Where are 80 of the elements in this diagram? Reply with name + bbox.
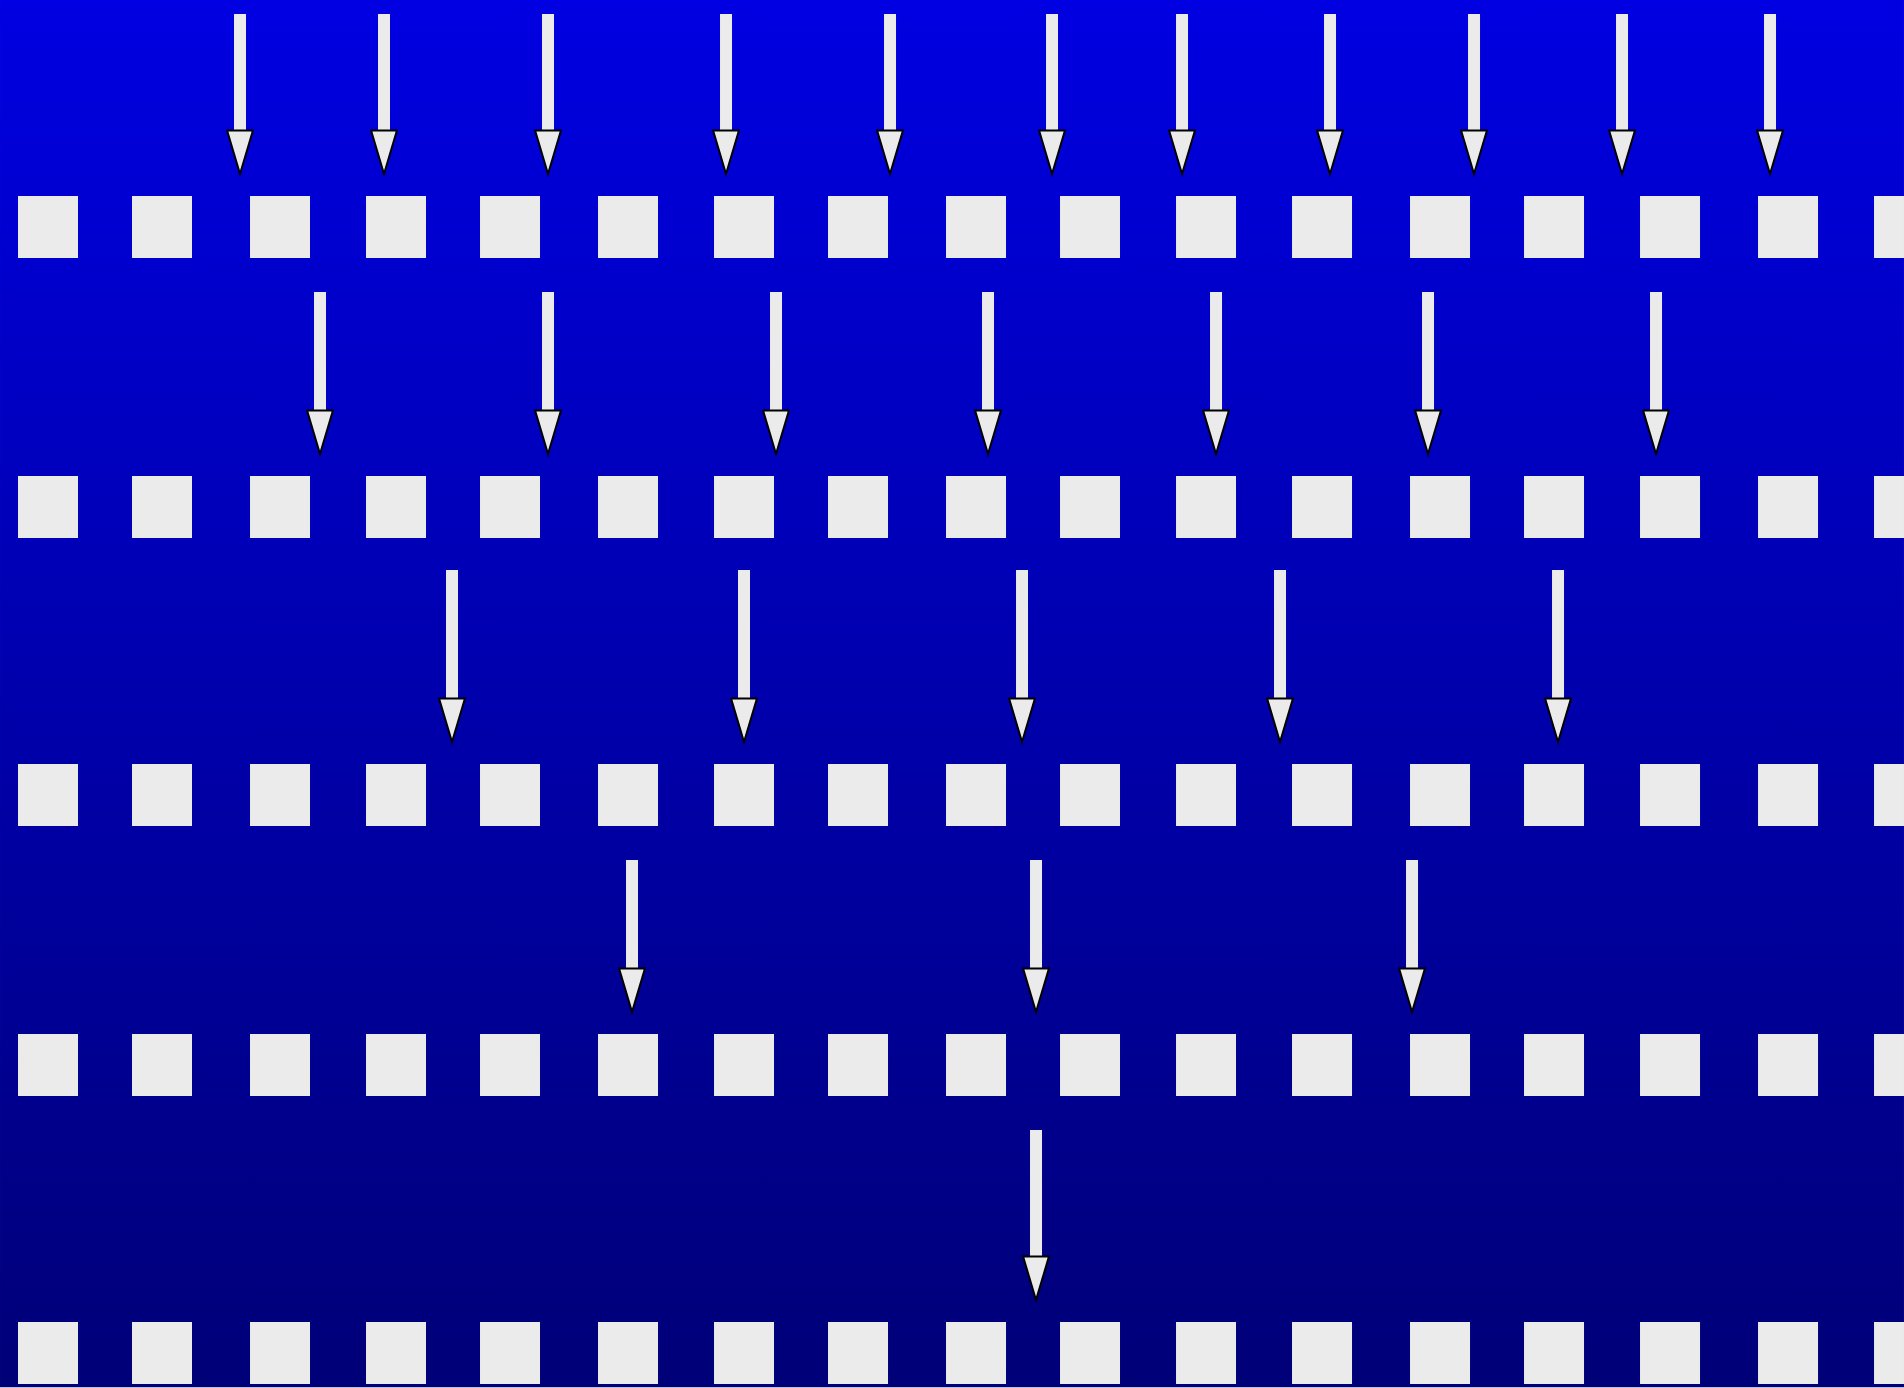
square-box (1060, 764, 1120, 826)
square-box (828, 476, 888, 538)
square-box (598, 1034, 658, 1096)
square-box (1524, 1322, 1584, 1384)
square-box (1640, 1034, 1700, 1096)
square-box (828, 196, 888, 258)
square-box (132, 764, 192, 826)
square-box (250, 476, 310, 538)
square-box (480, 1034, 540, 1096)
square-box (1060, 196, 1120, 258)
square-box (1410, 1034, 1470, 1096)
square-box (1758, 196, 1819, 258)
square-box (1640, 196, 1700, 258)
square-box (1410, 764, 1470, 826)
square-box (714, 764, 774, 826)
square-box (828, 1322, 888, 1384)
square-box (366, 1322, 426, 1384)
square-box (1410, 476, 1470, 538)
square-box (480, 196, 540, 258)
square-box (1292, 1322, 1352, 1384)
square-box (1524, 196, 1584, 258)
square-box (1176, 1034, 1236, 1096)
square-box (1176, 196, 1236, 258)
square-box (828, 1034, 888, 1096)
square-box (1176, 476, 1236, 538)
square-box (714, 1034, 774, 1096)
square-box (18, 196, 78, 258)
square-box (598, 196, 658, 258)
square-box (1524, 1034, 1584, 1096)
square-box (714, 476, 774, 538)
square-box (828, 764, 888, 826)
square-box (946, 1034, 1006, 1096)
square-box (18, 764, 78, 826)
square-box (366, 764, 426, 826)
square-box (1640, 476, 1700, 538)
square-box (1758, 1322, 1819, 1384)
square-box (1640, 764, 1700, 826)
square-box (132, 196, 192, 258)
square-box (250, 1322, 310, 1384)
square-box (1524, 764, 1584, 826)
square-box (1410, 196, 1470, 258)
square-box (1524, 476, 1584, 538)
square-box (18, 1034, 78, 1096)
square-box (1292, 196, 1352, 258)
square-box (1292, 1034, 1352, 1096)
square-box (1410, 1322, 1470, 1384)
square-box (598, 476, 658, 538)
square-box (366, 1034, 426, 1096)
square-box (1060, 1034, 1120, 1096)
square-box (18, 476, 78, 538)
square-box (946, 764, 1006, 826)
square-box (132, 1322, 192, 1384)
square-box (132, 476, 192, 538)
square-box (366, 476, 426, 538)
square-box (1060, 476, 1120, 538)
square-box (480, 476, 540, 538)
square-box (480, 1322, 540, 1384)
square-box (1758, 764, 1819, 826)
square-box (132, 1034, 192, 1096)
square-box (1758, 1034, 1819, 1096)
square-box (480, 764, 540, 826)
square-box (1292, 764, 1352, 826)
square-box (1060, 1322, 1120, 1384)
square-box (946, 196, 1006, 258)
square-box (1292, 476, 1352, 538)
square-box (946, 1322, 1006, 1384)
square-box (946, 476, 1006, 538)
square-box (598, 764, 658, 826)
square-box (598, 1322, 658, 1384)
square-box (250, 1034, 310, 1096)
square-box (250, 764, 310, 826)
square-box (366, 196, 426, 258)
square-box (18, 1322, 78, 1384)
square-box (1758, 476, 1819, 538)
square-box (1176, 764, 1236, 826)
square-box (714, 196, 774, 258)
square-box (1176, 1322, 1236, 1384)
square-box (714, 1322, 774, 1384)
square-box (1640, 1322, 1700, 1384)
square-box (250, 196, 310, 258)
